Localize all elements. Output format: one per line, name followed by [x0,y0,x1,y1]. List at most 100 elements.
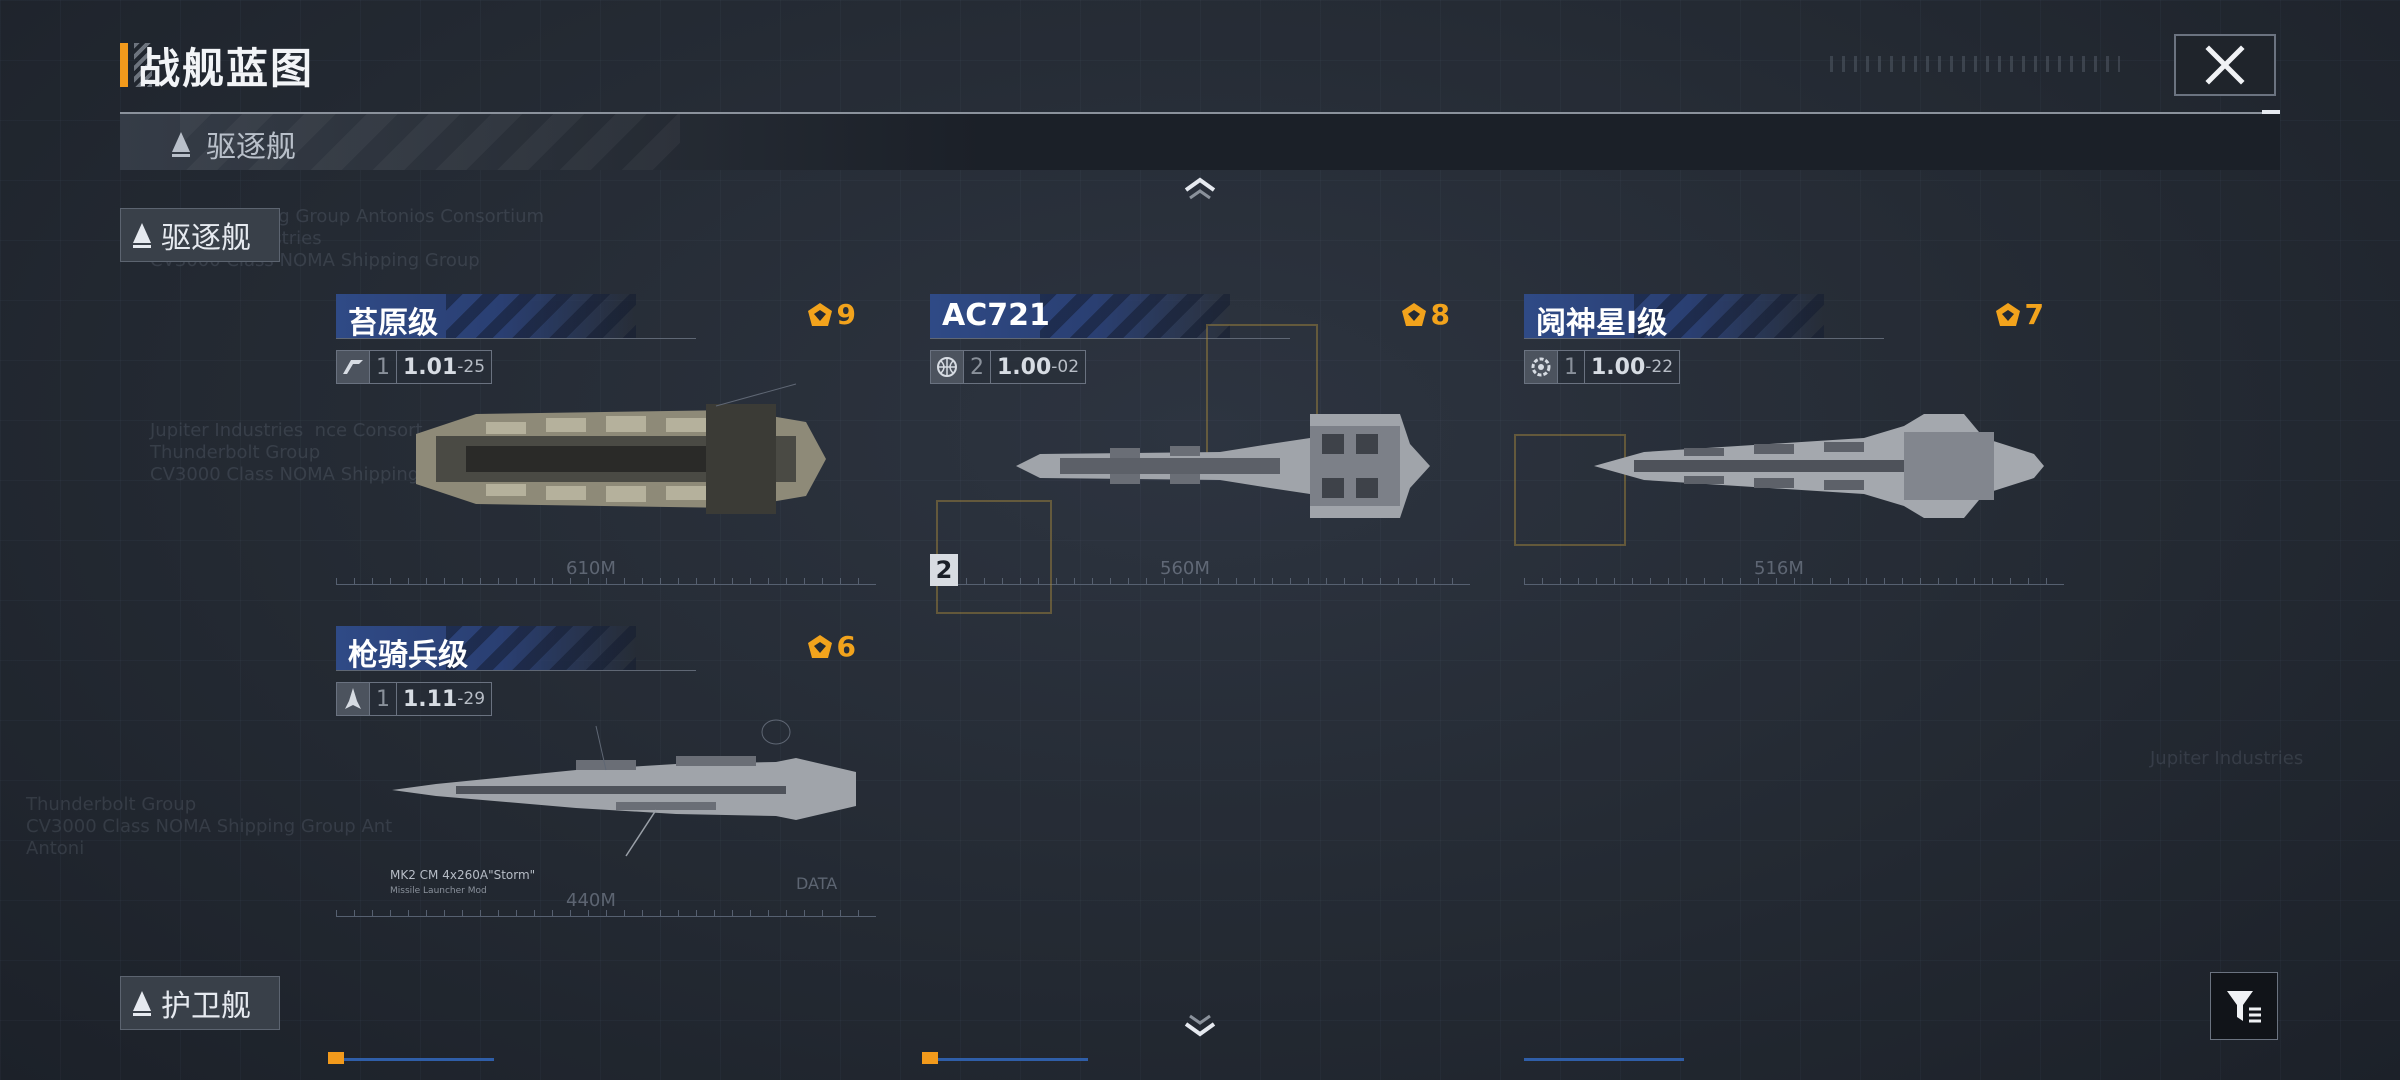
page-title: 战舰蓝图 [138,43,315,93]
version-sub: -22 [1645,357,1674,377]
row-progress [938,1058,1088,1061]
ship-card-header: 苔原级 9 [336,294,876,341]
category-tab-label: 护卫舰 [161,989,251,1024]
header-divider [120,112,2280,114]
score-emblem-icon [1401,302,1426,326]
ship-count-badge: 2 [930,554,958,586]
triangle-icon [172,132,190,157]
category-tab-label: 驱逐舰 [161,221,251,256]
length-scale: 610M [336,558,876,594]
data-tag: DATA [796,874,838,893]
length-scale: 516M [1524,558,2064,594]
version-sub: -25 [457,357,486,377]
close-icon [2205,45,2245,85]
score-emblem-icon [807,634,832,658]
scale-line [336,584,876,585]
ship-score-value: 8 [1430,298,1450,331]
ship-score-value: 7 [2024,298,2044,331]
page-header: 战舰蓝图 [120,40,314,93]
highlight-frame [1514,434,1626,546]
ship-meta: 1 1.11-29 [336,682,493,716]
ship-card-header: AC721 8 [930,294,1470,339]
ship-score: 9 [807,298,856,331]
watermark-text: Jupiter Industries [2150,748,2304,769]
version-sub: -02 [1051,357,1080,377]
weapon-callout-subtitle: Missile Launcher Mod [390,886,487,896]
ship-card-header: 枪骑兵级 6 [336,626,876,673]
weapon-callout: MK2 CM 4x260A"Storm" Missile Launcher Mo… [390,868,535,898]
scroll-up-chevron-icon[interactable] [1180,174,1220,202]
ship-version: 1.11-29 [396,683,491,715]
ship-name-plate [336,626,636,670]
ship-card[interactable]: AC721 8 2 1.00-02 560M [930,294,1470,594]
ship-length: 516M [1754,558,1804,579]
scale-ticks [336,910,876,916]
decorative-ticks [1830,56,2120,72]
scroll-down-chevron-icon[interactable] [1180,1012,1220,1040]
triangle-icon [133,991,151,1016]
ship-name: 苔原级 [348,306,438,341]
row-progress [344,1058,494,1061]
emblem-a-icon [337,351,369,383]
section-header: 驱逐舰 [120,114,2280,170]
header-line [336,670,696,671]
scale-line [930,584,1470,585]
ship-tier: 1 [1557,351,1584,383]
row-marker [922,1052,938,1064]
ship-length: 560M [1160,558,1210,579]
length-scale: 560M [930,558,1470,594]
triangle-icon [133,223,151,248]
category-tab-frigate[interactable]: 护卫舰 [120,976,280,1030]
gear-emblem-icon [1525,351,1557,383]
watermark-text: Thunderbolt Group CV3000 Class NOMA Ship… [26,794,393,859]
ship-blueprint-image [416,383,826,514]
ship-version: 1.00-22 [1584,351,1679,383]
ship-length: 440M [566,890,616,911]
version-sub: -29 [457,689,486,709]
ship-length: 610M [566,558,616,579]
title-accent [120,43,128,87]
ship-meta: 1 1.01-25 [336,350,493,384]
scale-ticks [336,578,876,584]
version-main: 1.01 [403,354,458,380]
ship-name: AC721 [942,298,1050,333]
ship-score: 7 [1995,298,2044,331]
ship-meta: 1 1.00-22 [1524,350,1681,384]
header-line [930,338,1290,339]
scale-ticks [1524,578,2064,584]
ship-score: 6 [807,630,856,663]
version-main: 1.11 [403,686,458,712]
ship-blueprint-image [392,719,856,857]
ship-version: 1.01-25 [396,351,491,383]
ship-score: 8 [1401,298,1450,331]
ship-card-header: 阋神星I级 7 [1524,294,2064,341]
close-button[interactable] [2174,34,2276,96]
ship-tier: 1 [369,683,396,715]
ship-name-plate [336,294,636,338]
ship-blueprint-image [1016,414,1430,518]
ship-card[interactable]: 枪骑兵级 6 1 1.11-29 440M DATA [336,626,876,926]
ship-tier: 1 [369,351,396,383]
filter-button[interactable] [2210,972,2278,1040]
scale-line [336,916,876,917]
globe-icon [931,351,963,383]
ship-name: 阋神星I级 [1536,306,1668,341]
ship-score-value: 6 [836,630,856,663]
version-main: 1.00 [1591,354,1646,380]
score-emblem-icon [1995,302,2020,326]
header-line [336,338,696,339]
section-header-text: 驱逐舰 [206,130,296,165]
length-scale: 440M [336,890,876,926]
title-stripe [134,43,152,87]
ship-blueprint-image [1594,414,2044,518]
divider-marker [2262,110,2280,116]
scale-line [1524,584,2064,585]
filter-icon [2227,991,2261,1023]
ship-name: 枪骑兵级 [348,638,468,673]
ship-name-plate [930,294,1230,338]
ship-card[interactable]: 阋神星I级 7 1 1.00-22 516M [1514,294,2064,594]
row-progress [1524,1058,1684,1061]
category-tab-destroyer[interactable]: 驱逐舰 [120,208,280,262]
header-line [1524,338,1884,339]
ship-card[interactable]: 苔原级 9 1 1.01-25 610M [336,294,876,594]
